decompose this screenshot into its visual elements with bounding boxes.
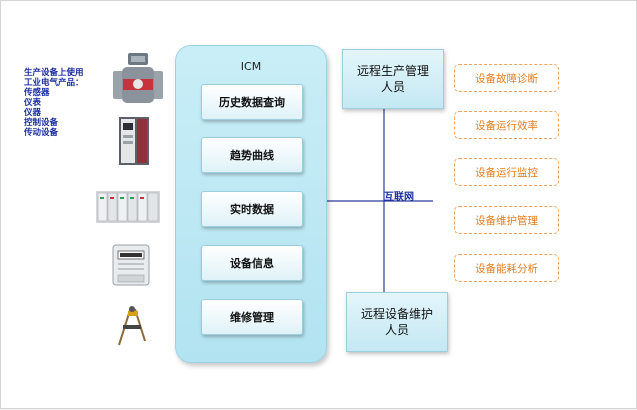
legend-line: 仪表: [24, 98, 42, 108]
legend-line: 工业电气产品：: [24, 78, 84, 88]
plc-rack-image: [96, 191, 160, 223]
maintenance-staff-line1: 远程设备维护: [360, 307, 433, 321]
flow-meter-image: [113, 53, 163, 103]
legend-line: 传动设备: [24, 128, 59, 138]
function-operating-efficiency[interactable]: 设备运行效率: [454, 111, 559, 139]
function-operation-monitoring[interactable]: 设备运行监控: [454, 158, 559, 186]
maintenance-staff-line2: 人员: [384, 323, 409, 337]
function-energy-analysis[interactable]: 设备能耗分析: [454, 254, 559, 282]
legend-line: 传感器: [24, 88, 50, 98]
legend-line: 控制设备: [24, 118, 59, 128]
remote-production-staff-box: 远程生产管理 人员: [342, 49, 444, 109]
module-device-info[interactable]: 设备信息: [201, 245, 303, 281]
production-staff-line2: 人员: [380, 80, 405, 94]
internet-label: 互联网: [384, 192, 414, 203]
production-staff-line1: 远程生产管理: [356, 64, 429, 78]
sensor-probe-image: [118, 306, 146, 346]
legend-line: 仪器: [24, 108, 42, 118]
icm-platform-panel: ICM 历史数据查询 趋势曲线 实时数据 设备信息 维修管理: [175, 45, 327, 363]
remote-maintenance-staff-box: 远程设备维护 人员: [346, 292, 448, 352]
module-history-query[interactable]: 历史数据查询: [201, 84, 303, 120]
function-fault-diagnosis[interactable]: 设备故障诊断: [454, 64, 559, 92]
function-maintenance-management[interactable]: 设备维护管理: [454, 206, 559, 234]
icm-title: ICM: [240, 60, 262, 73]
module-maintenance-management[interactable]: 维修管理: [201, 299, 303, 335]
energy-meter-image: [112, 244, 150, 286]
module-trend-curve[interactable]: 趋势曲线: [201, 137, 303, 173]
device-category-legend: 生产设备上使用 工业电气产品： 传感器 仪表 仪器 控制设备 传动设备: [24, 68, 114, 138]
legend-line: 生产设备上使用: [24, 68, 84, 78]
module-realtime-data[interactable]: 实时数据: [201, 191, 303, 227]
frequency-inverter-image: [119, 117, 149, 165]
